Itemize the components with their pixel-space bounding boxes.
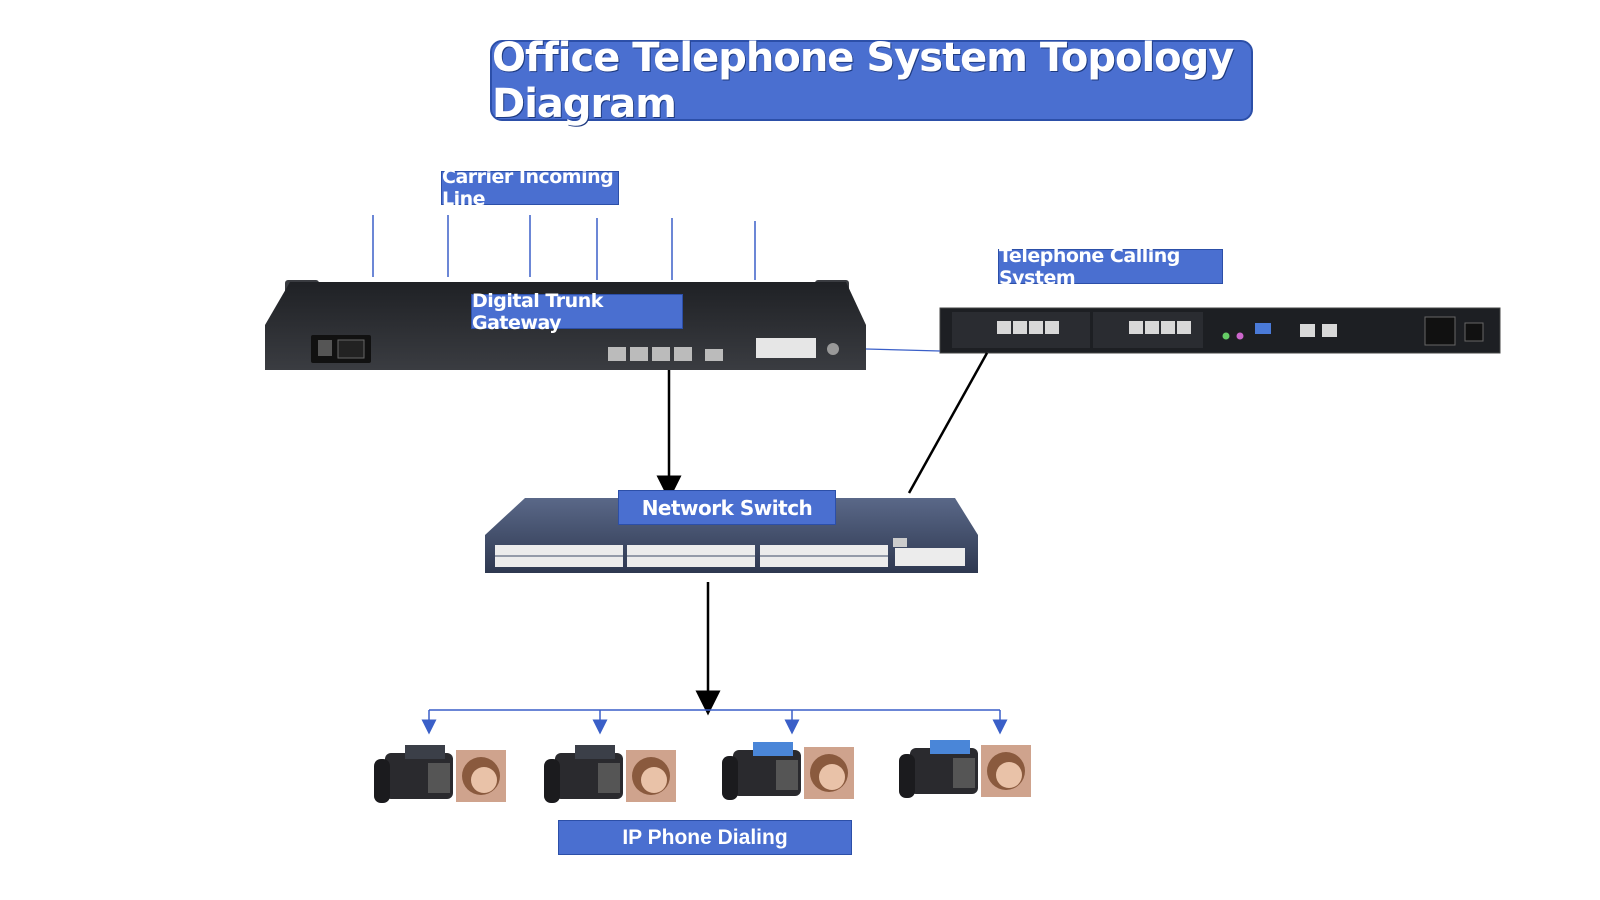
ip-phone-2	[544, 745, 676, 803]
carrier-line-label: Carrier Incoming Line	[441, 166, 619, 210]
carrier-lines	[372, 215, 756, 280]
ip-phone-4	[899, 740, 1031, 798]
calling-switch-link	[907, 352, 989, 494]
trunk-gateway-label: Digital Trunk Gateway	[471, 290, 683, 334]
network-switch-label: Network Switch	[618, 490, 836, 525]
diagram-title: Office Telephone System Topology Diagram	[490, 35, 1253, 127]
calling-system-device	[939, 307, 1501, 354]
ip-phones-label: IP Phone Dialing	[558, 820, 852, 855]
gateway-calling-link	[865, 348, 941, 352]
phone-branch-lines	[421, 709, 1008, 735]
calling-system-label: Telephone Calling System	[998, 245, 1223, 289]
ip-phone-1	[374, 745, 506, 803]
network-switch-device	[485, 498, 978, 573]
ip-phone-3	[722, 742, 854, 800]
